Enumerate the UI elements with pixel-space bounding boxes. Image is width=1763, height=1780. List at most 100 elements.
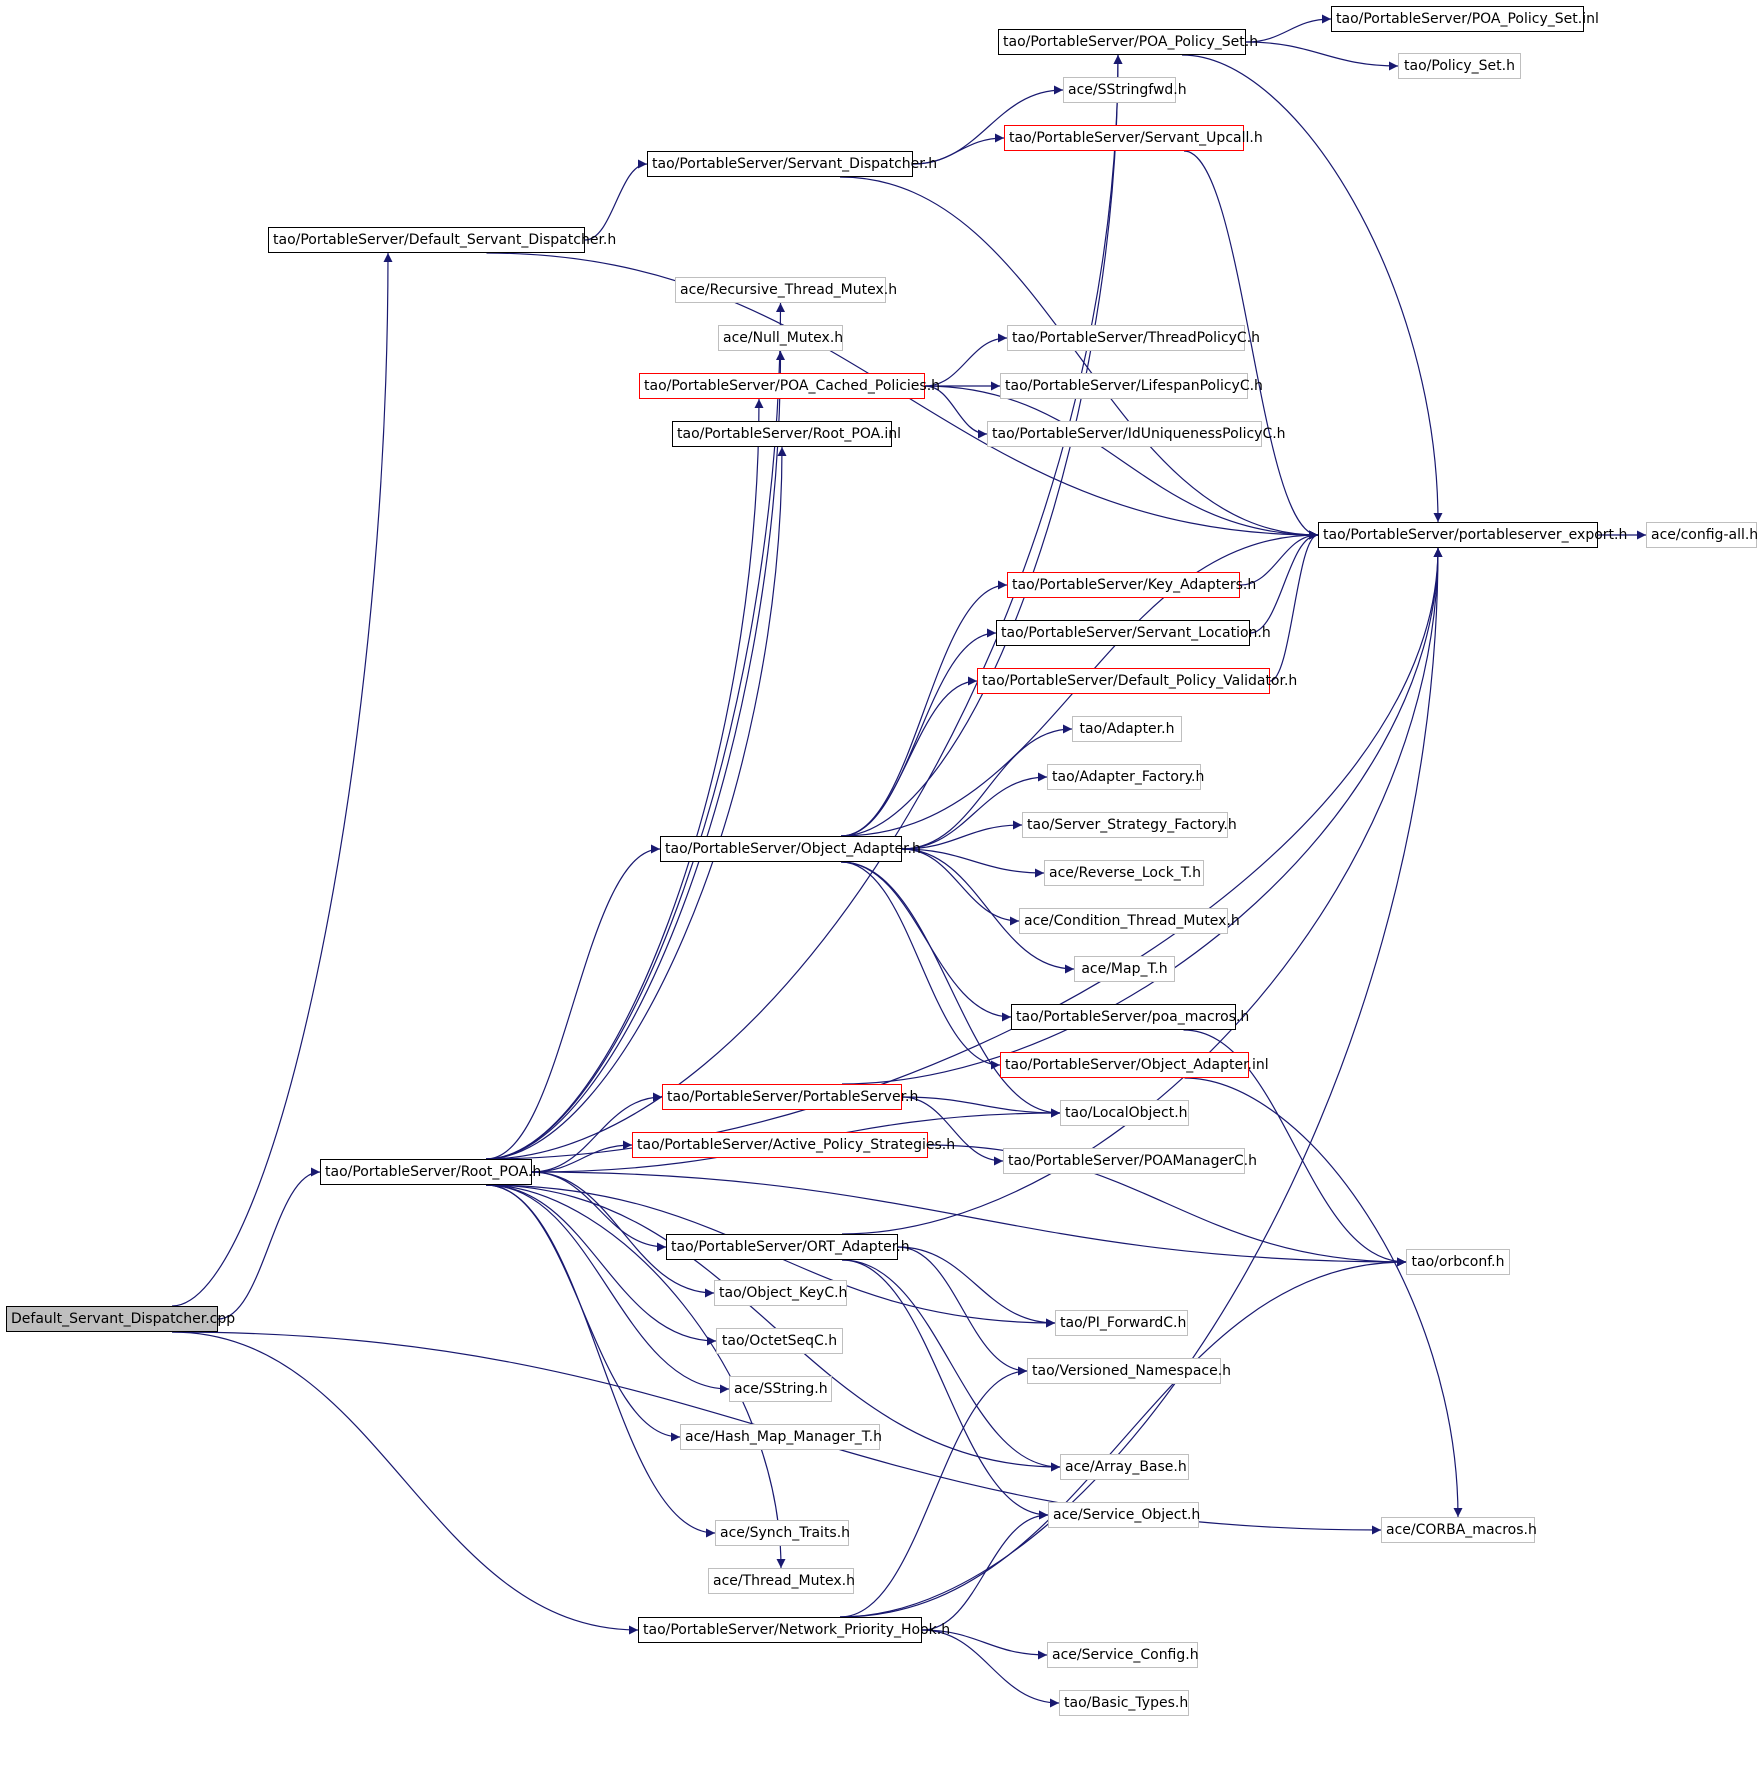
node-localobj[interactable]: tao/LocalObject.h: [1060, 1100, 1189, 1126]
edge-rootpoa-to-objadapter: [485, 844, 661, 1160]
edge-rootpoa-to-aps: [531, 1140, 633, 1173]
edge-portsrv-to-poamgr: [901, 1096, 1004, 1166]
node-poapsinl[interactable]: tao/PortableServer/POA_Policy_Set.inl: [1331, 6, 1599, 32]
node-poaps[interactable]: tao/PortableServer/POA_Policy_Set.h: [998, 29, 1258, 55]
edge-dpv-to-psexport: [1269, 530, 1319, 682]
edge-objadapter-to-adapter: [901, 724, 1073, 850]
edge-dsd-to-sdisp: [584, 159, 648, 241]
edge-nph-to-svcconfig: [921, 1629, 1048, 1660]
node-threadmutex[interactable]: ace/Thread_Mutex.h: [708, 1568, 855, 1594]
edge-objadapter-to-oainl: [840, 861, 1001, 1070]
edge-rootpoa-to-pcp: [485, 398, 764, 1160]
edge-rootpoa-to-octetseq: [485, 1184, 717, 1346]
edge-rootpoa-to-threadmutex: [485, 1184, 786, 1569]
node-basictypes[interactable]: tao/Basic_Types.h: [1059, 1690, 1189, 1716]
node-synch[interactable]: ace/Synch_Traits.h: [715, 1520, 850, 1546]
edge-objadapter-to-adapterfac: [901, 772, 1048, 850]
edge-poaps-to-psexport: [1181, 54, 1443, 523]
edge-pcp-to-iduniq: [924, 385, 988, 439]
edge-sdisp-to-psexport: [839, 176, 1319, 540]
edge-rootpoa-to-poaps: [485, 54, 1123, 1160]
node-pcp[interactable]: tao/PortableServer/POA_Cached_Policies.h: [639, 373, 940, 399]
node-aps[interactable]: tao/PortableServer/Active_Policy_Strateg…: [632, 1132, 955, 1158]
node-mapt[interactable]: ace/Map_T.h: [1074, 956, 1175, 982]
node-octetseq[interactable]: tao/OctetSeqC.h: [716, 1328, 843, 1354]
edge-objadapter-to-localobj: [840, 861, 1061, 1118]
edge-keyadapters-to-psexport: [1239, 530, 1319, 586]
node-svcconfig[interactable]: ace/Service_Config.h: [1047, 1642, 1199, 1668]
node-rtm[interactable]: ace/Recursive_Thread_Mutex.h: [675, 277, 897, 303]
node-sstringfwd[interactable]: ace/SStringfwd.h: [1063, 77, 1187, 103]
node-portsrv[interactable]: tao/PortableServer/PortableServer.h: [662, 1084, 918, 1110]
node-orbconf[interactable]: tao/orbconf.h: [1406, 1249, 1510, 1275]
node-dpv[interactable]: tao/PortableServer/Default_Policy_Valida…: [977, 668, 1297, 694]
edge-poaps-to-policyset: [1245, 41, 1399, 71]
node-piforward[interactable]: tao/PI_ForwardC.h: [1055, 1310, 1188, 1336]
edge-rootpoa-to-rootpoainl: [485, 446, 787, 1160]
node-svcobj[interactable]: ace/Service_Object.h: [1048, 1502, 1200, 1528]
edge-oainl-to-corbamacros: [1184, 1077, 1463, 1518]
edge-objadapter-to-mapt: [901, 848, 1075, 974]
node-corbamacros[interactable]: ace/CORBA_macros.h: [1381, 1517, 1537, 1543]
node-threadpol[interactable]: tao/PortableServer/ThreadPolicyC.h: [1007, 325, 1260, 351]
edge-root-to-rootpoa: [217, 1167, 321, 1320]
node-psexport[interactable]: tao/PortableServer/portableserver_export…: [1318, 522, 1627, 548]
edge-rootpoa-to-sstring: [485, 1184, 730, 1394]
edge-objadapter-to-ssf: [901, 820, 1023, 850]
node-objkey[interactable]: tao/Object_KeyC.h: [714, 1280, 847, 1306]
edge-rootpoa-to-arraybase: [485, 1184, 1061, 1472]
node-rootpoainl[interactable]: tao/PortableServer/Root_POA.inl: [672, 421, 901, 447]
node-objadapter[interactable]: tao/PortableServer/Object_Adapter.h: [660, 836, 921, 862]
node-sdisp[interactable]: tao/PortableServer/Servant_Dispatcher.h: [647, 151, 937, 177]
edge-ort-to-piforward: [897, 1246, 1056, 1328]
edge-pcp-to-psexport: [924, 385, 1319, 540]
edge-ort-to-versioned: [897, 1246, 1028, 1376]
node-poamgr[interactable]: tao/PortableServer/POAManagerC.h: [1003, 1148, 1257, 1174]
node-oainl[interactable]: tao/PortableServer/Object_Adapter.inl: [1000, 1052, 1269, 1078]
edge-objadapter-to-keyadapters: [840, 580, 1008, 837]
edge-ort-to-arraybase: [841, 1259, 1061, 1472]
edge-rootpoa-to-nullmutex: [485, 350, 785, 1160]
node-configall[interactable]: ace/config-all.h: [1646, 522, 1758, 548]
node-nullmutex[interactable]: ace/Null_Mutex.h: [718, 325, 843, 351]
edge-portsrv-to-psexport: [841, 547, 1443, 1085]
node-lifespan[interactable]: tao/PortableServer/LifespanPolicyC.h: [1000, 373, 1263, 399]
node-iduniq[interactable]: tao/PortableServer/IdUniquenessPolicyC.h: [987, 421, 1286, 447]
edge-ort-to-psexport: [841, 547, 1443, 1235]
node-supcall[interactable]: tao/PortableServer/Servant_Upcall.h: [1004, 125, 1263, 151]
node-ort[interactable]: tao/PortableServer/ORT_Adapter.h: [666, 1234, 910, 1260]
node-poamacros[interactable]: tao/PortableServer/poa_macros.h: [1011, 1004, 1249, 1030]
node-revlock[interactable]: ace/Reverse_Lock_T.h: [1044, 860, 1204, 886]
node-policyset[interactable]: tao/Policy_Set.h: [1398, 53, 1521, 79]
node-ssf[interactable]: tao/Server_Strategy_Factory.h: [1022, 812, 1237, 838]
node-root[interactable]: Default_Servant_Dispatcher.cpp: [6, 1306, 235, 1332]
edge-objadapter-to-servantloc: [840, 628, 997, 837]
node-hashmap[interactable]: ace/Hash_Map_Manager_T.h: [680, 1424, 882, 1450]
node-arraybase[interactable]: ace/Array_Base.h: [1060, 1454, 1189, 1480]
edge-nph-to-basictypes: [921, 1629, 1060, 1708]
node-adapterfac[interactable]: tao/Adapter_Factory.h: [1047, 764, 1204, 790]
edge-rootpoa-to-portsrv: [531, 1092, 663, 1173]
node-sstring[interactable]: ace/SString.h: [729, 1376, 832, 1402]
node-servantloc[interactable]: tao/PortableServer/Servant_Location.h: [996, 620, 1271, 646]
node-adapter[interactable]: tao/Adapter.h: [1072, 716, 1182, 742]
edge-objadapter-to-dpv: [840, 676, 978, 837]
edge-rootpoa-to-orbconf: [531, 1171, 1407, 1267]
edge-poaps-to-poapsinl: [1245, 14, 1332, 43]
node-keyadapters[interactable]: tao/PortableServer/Key_Adapters.h: [1007, 572, 1256, 598]
edge-pcp-to-threadpol: [924, 333, 1008, 387]
edge-servantloc-to-psexport: [1249, 530, 1319, 634]
edge-objadapter-to-condmutex: [901, 848, 1020, 926]
edge-ort-to-svcobj: [841, 1259, 1049, 1520]
node-nph[interactable]: tao/PortableServer/Network_Priority_Hook…: [638, 1617, 950, 1643]
edge-rootpoa-to-synch: [485, 1184, 716, 1538]
node-rootpoa[interactable]: tao/PortableServer/Root_POA.h: [320, 1159, 541, 1185]
node-condmutex[interactable]: ace/Condition_Thread_Mutex.h: [1019, 908, 1240, 934]
edge-root-to-dsd: [171, 252, 393, 1307]
edge-portsrv-to-localobj: [901, 1096, 1061, 1118]
node-versioned[interactable]: tao/Versioned_Namespace.h: [1027, 1358, 1231, 1384]
node-dsd[interactable]: tao/PortableServer/Default_Servant_Dispa…: [268, 227, 616, 253]
edge-supcall-to-psexport: [1183, 150, 1319, 540]
